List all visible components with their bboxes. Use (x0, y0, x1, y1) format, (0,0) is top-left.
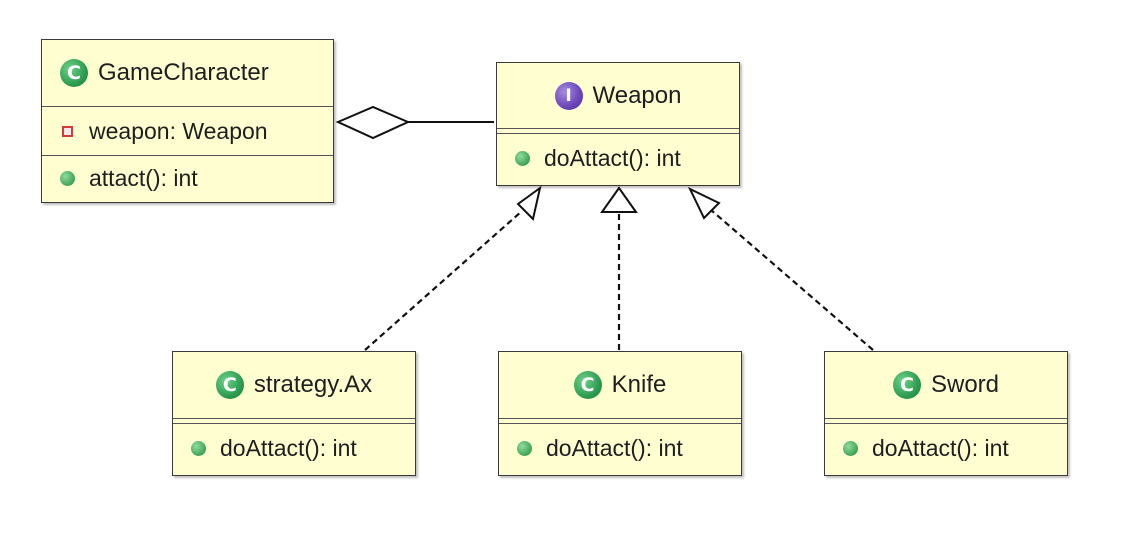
class-sword[interactable]: C Sword doAttact(): int (824, 351, 1068, 476)
interface-weapon[interactable]: I Weapon doAttact(): int (496, 62, 740, 186)
divider (825, 423, 1067, 424)
method-text: doAttact(): int (872, 434, 1009, 461)
knife-realization-arrowhead (600, 186, 638, 213)
ax-realization-arrowhead (516, 185, 542, 221)
class-knife[interactable]: C Knife doAttact(): int (498, 351, 742, 476)
method-row: doAttact(): int (825, 424, 1067, 472)
ax-realization-line (364, 210, 523, 351)
interface-header: I Weapon (497, 63, 739, 128)
divider (497, 128, 739, 129)
class-header: C GameCharacter (42, 40, 333, 106)
divider (825, 418, 1067, 419)
aggregation-diamond (335, 105, 411, 140)
method-row: doAttact(): int (499, 424, 741, 472)
class-icon: C (573, 371, 602, 399)
public-method-icon (515, 150, 530, 166)
class-name: GameCharacter (98, 59, 269, 86)
class-header: C strategy.Ax (173, 352, 415, 418)
method-row: attact(): int (42, 156, 333, 201)
class-header: C Sword (825, 352, 1067, 418)
divider (42, 155, 333, 156)
sword-realization-arrowhead (687, 186, 721, 220)
class-icon: C (60, 59, 88, 87)
divider (499, 418, 741, 419)
divider (499, 423, 741, 424)
method-text: doAttact(): int (544, 144, 681, 171)
interface-icon: I (554, 81, 583, 110)
public-method-icon (517, 440, 532, 456)
class-gamecharacter[interactable]: C GameCharacter weapon: Weapon attact():… (41, 39, 334, 203)
method-text: doAttact(): int (546, 434, 683, 461)
divider (42, 106, 333, 107)
divider (497, 133, 739, 134)
class-icon: C (215, 371, 244, 399)
attribute-text: weapon: Weapon (89, 117, 268, 144)
class-name: Sword (930, 371, 1000, 398)
public-method-icon (843, 440, 858, 456)
divider (173, 423, 415, 424)
class-name: Knife (611, 371, 667, 398)
class-name: strategy.Ax (253, 371, 373, 398)
sword-realization-line (710, 209, 874, 351)
method-text: attact(): int (89, 165, 198, 191)
class-header: C Knife (499, 352, 741, 418)
class-strategy-ax[interactable]: C strategy.Ax doAttact(): int (172, 351, 416, 476)
method-row: doAttact(): int (497, 134, 739, 182)
public-method-icon (191, 440, 206, 456)
class-icon: C (892, 371, 921, 399)
interface-name: Weapon (592, 81, 682, 109)
method-text: doAttact(): int (220, 434, 357, 461)
method-row: doAttact(): int (173, 424, 415, 472)
attribute-row: weapon: Weapon (42, 107, 333, 155)
private-field-icon (62, 125, 73, 137)
public-method-icon (60, 171, 75, 186)
divider (173, 418, 415, 419)
